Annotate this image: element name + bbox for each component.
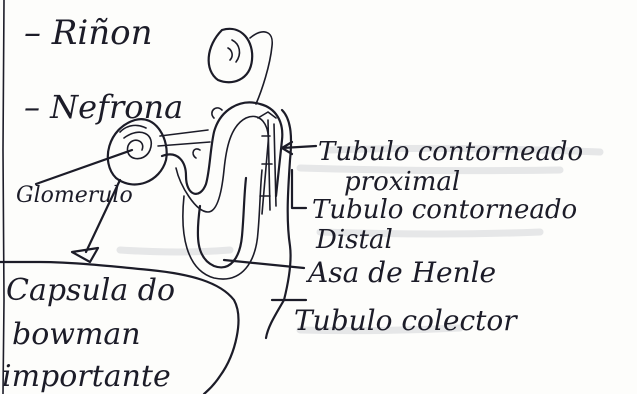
collecting-duct (282, 110, 291, 300)
loop-of-henle-label: Asa de Henle (305, 256, 496, 289)
kidney-drawing (209, 29, 273, 104)
distal-tubule-label-line1: Tubulo contorneado (312, 195, 577, 225)
proximal-pointer (282, 142, 316, 154)
bowman-capsule-label-line1: Capsula do (6, 273, 175, 308)
nephron-label: – Nefrona (24, 88, 183, 126)
proximal-tubule-label-line2: proximal (344, 167, 460, 197)
margin-line (3, 0, 4, 394)
glomerulus-tuft (124, 132, 151, 158)
kidney-label: – Riñon (24, 13, 153, 53)
distal-pointer (292, 170, 306, 208)
distal-tubule-label-line2: Distal (315, 225, 393, 255)
proximal-tubule-label-line1: Tubulo contorneado (318, 137, 583, 167)
bowman-capsule-label-line2: bowman (12, 317, 141, 352)
glomerulus-label: Glomerulo (16, 183, 133, 208)
important-note: importante (2, 359, 171, 394)
collecting-duct-label: Tubulo colector (294, 304, 518, 337)
bowman-capsule-outline (108, 119, 167, 184)
henle-pointer (224, 260, 304, 268)
